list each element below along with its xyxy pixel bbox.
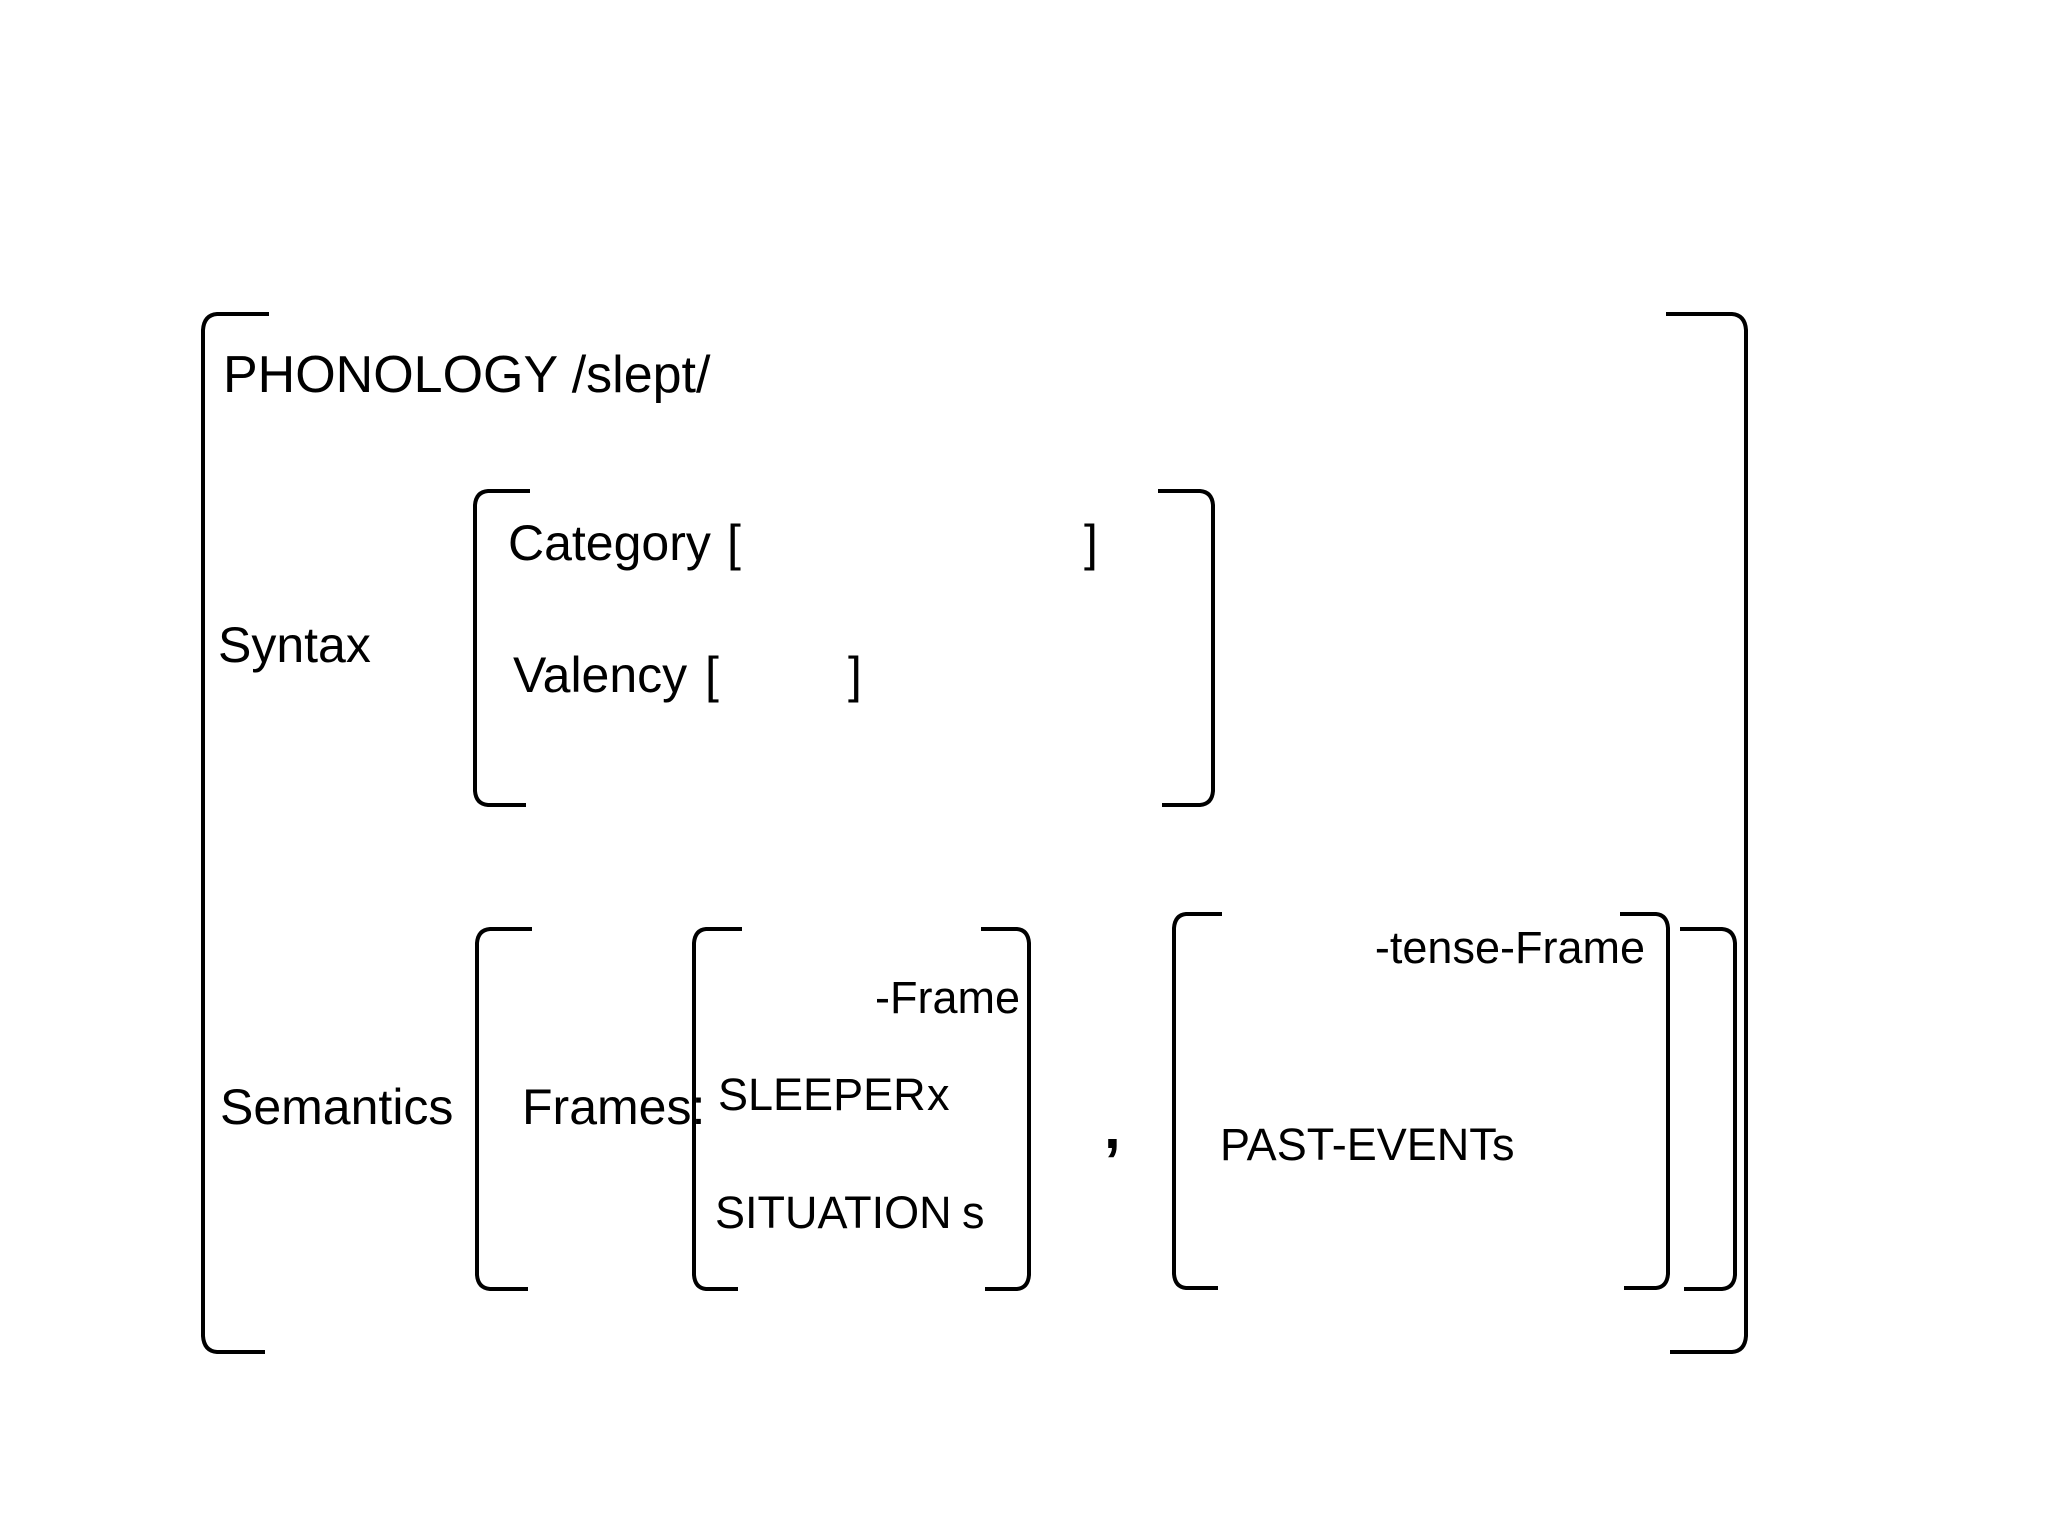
frame-1-type-label: -Frame — [875, 972, 1020, 1023]
syntax-feature-category-close-bracket: ] — [1084, 515, 1098, 571]
frame-1-role-situation-value: s — [962, 1187, 985, 1238]
syntax-feature-valency-attribute: Valency — [513, 647, 688, 703]
semantics-frames-label: Frames: — [522, 1079, 706, 1135]
frame-2-role-past-event-name: PAST-EVENT — [1220, 1119, 1497, 1170]
syntax-feature-valency-open-bracket: [ — [705, 647, 719, 703]
frame-1-role-sleeper-value: x — [927, 1069, 950, 1120]
syntax-attribute-label: Syntax — [218, 617, 371, 673]
semantics-matrix-right-bracket — [1672, 925, 1742, 1293]
frame-1-role-sleeper-name: SLEEPER — [718, 1069, 926, 1120]
frames-separator-comma: , — [1104, 1094, 1121, 1161]
frame-1-role-situation-name: SITUATION — [715, 1187, 952, 1238]
outer-right-bracket — [1660, 310, 1755, 1356]
frame-2-type-label: -tense-Frame — [1374, 922, 1645, 973]
syntax-matrix-right-bracket — [1150, 487, 1220, 809]
phonology-row-text: PHONOLOGY /slept/ — [223, 346, 711, 404]
syntax-feature-category-open-bracket: [ — [727, 515, 741, 571]
syntax-feature-valency-close-bracket: ] — [848, 647, 862, 703]
frame-2-role-past-event-value: s — [1492, 1119, 1515, 1170]
syntax-feature-category-attribute: Category — [508, 515, 711, 571]
semantics-attribute-label: Semantics — [220, 1079, 454, 1135]
outer-left-bracket — [195, 310, 275, 1356]
